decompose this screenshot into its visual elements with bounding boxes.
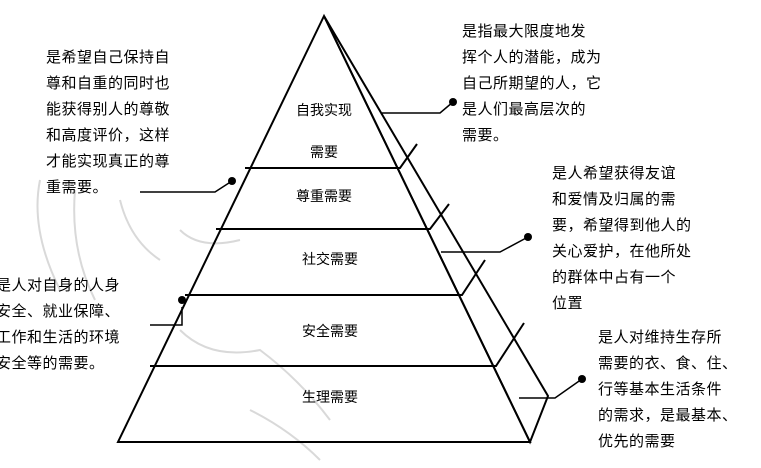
leader-self (382, 101, 454, 114)
note-safety: 是人对自身的人身 安全、就业保障、 工作和生活的环境 安全等的需要。 (0, 276, 121, 372)
level-label-self-actualization: 自我实现 (296, 103, 352, 119)
leader-esteem (140, 180, 233, 193)
note-self-actualization: 是指最大限度地发 挥个人的潜能，成为 自己所期望的人，它 是人们最高层次的 需要… (462, 22, 602, 144)
leader-dots (178, 98, 586, 383)
note-social: 是人希望获得友谊 和爱情及归属的需 要，希望得到他人的 关心爱护，在他所处 的群… (552, 164, 692, 312)
level-label-social: 社交需要 (302, 251, 358, 268)
level-dividers (150, 143, 525, 367)
note-physiological: 是人对维持生存所 需要的衣、食、住、 行等基本生活条件 的需求，是最基本、 优先… (598, 328, 738, 450)
note-esteem: 是希望自己保持自 尊和自重的同时也 能获得别人的尊敬 和高度评价，这样 才能实现… (46, 48, 171, 196)
level-label-esteem: 尊重需要 (296, 188, 352, 205)
watermark (36, 179, 331, 461)
level-label-self-actualization-line2: 需要 (310, 145, 338, 161)
level-label-physiological: 生理需要 (302, 390, 358, 406)
leader-social (441, 236, 529, 253)
leader-safety (150, 307, 183, 326)
leader-phys (519, 378, 583, 399)
leader-lines (140, 101, 583, 399)
level-label-safety: 安全需要 (302, 323, 358, 340)
